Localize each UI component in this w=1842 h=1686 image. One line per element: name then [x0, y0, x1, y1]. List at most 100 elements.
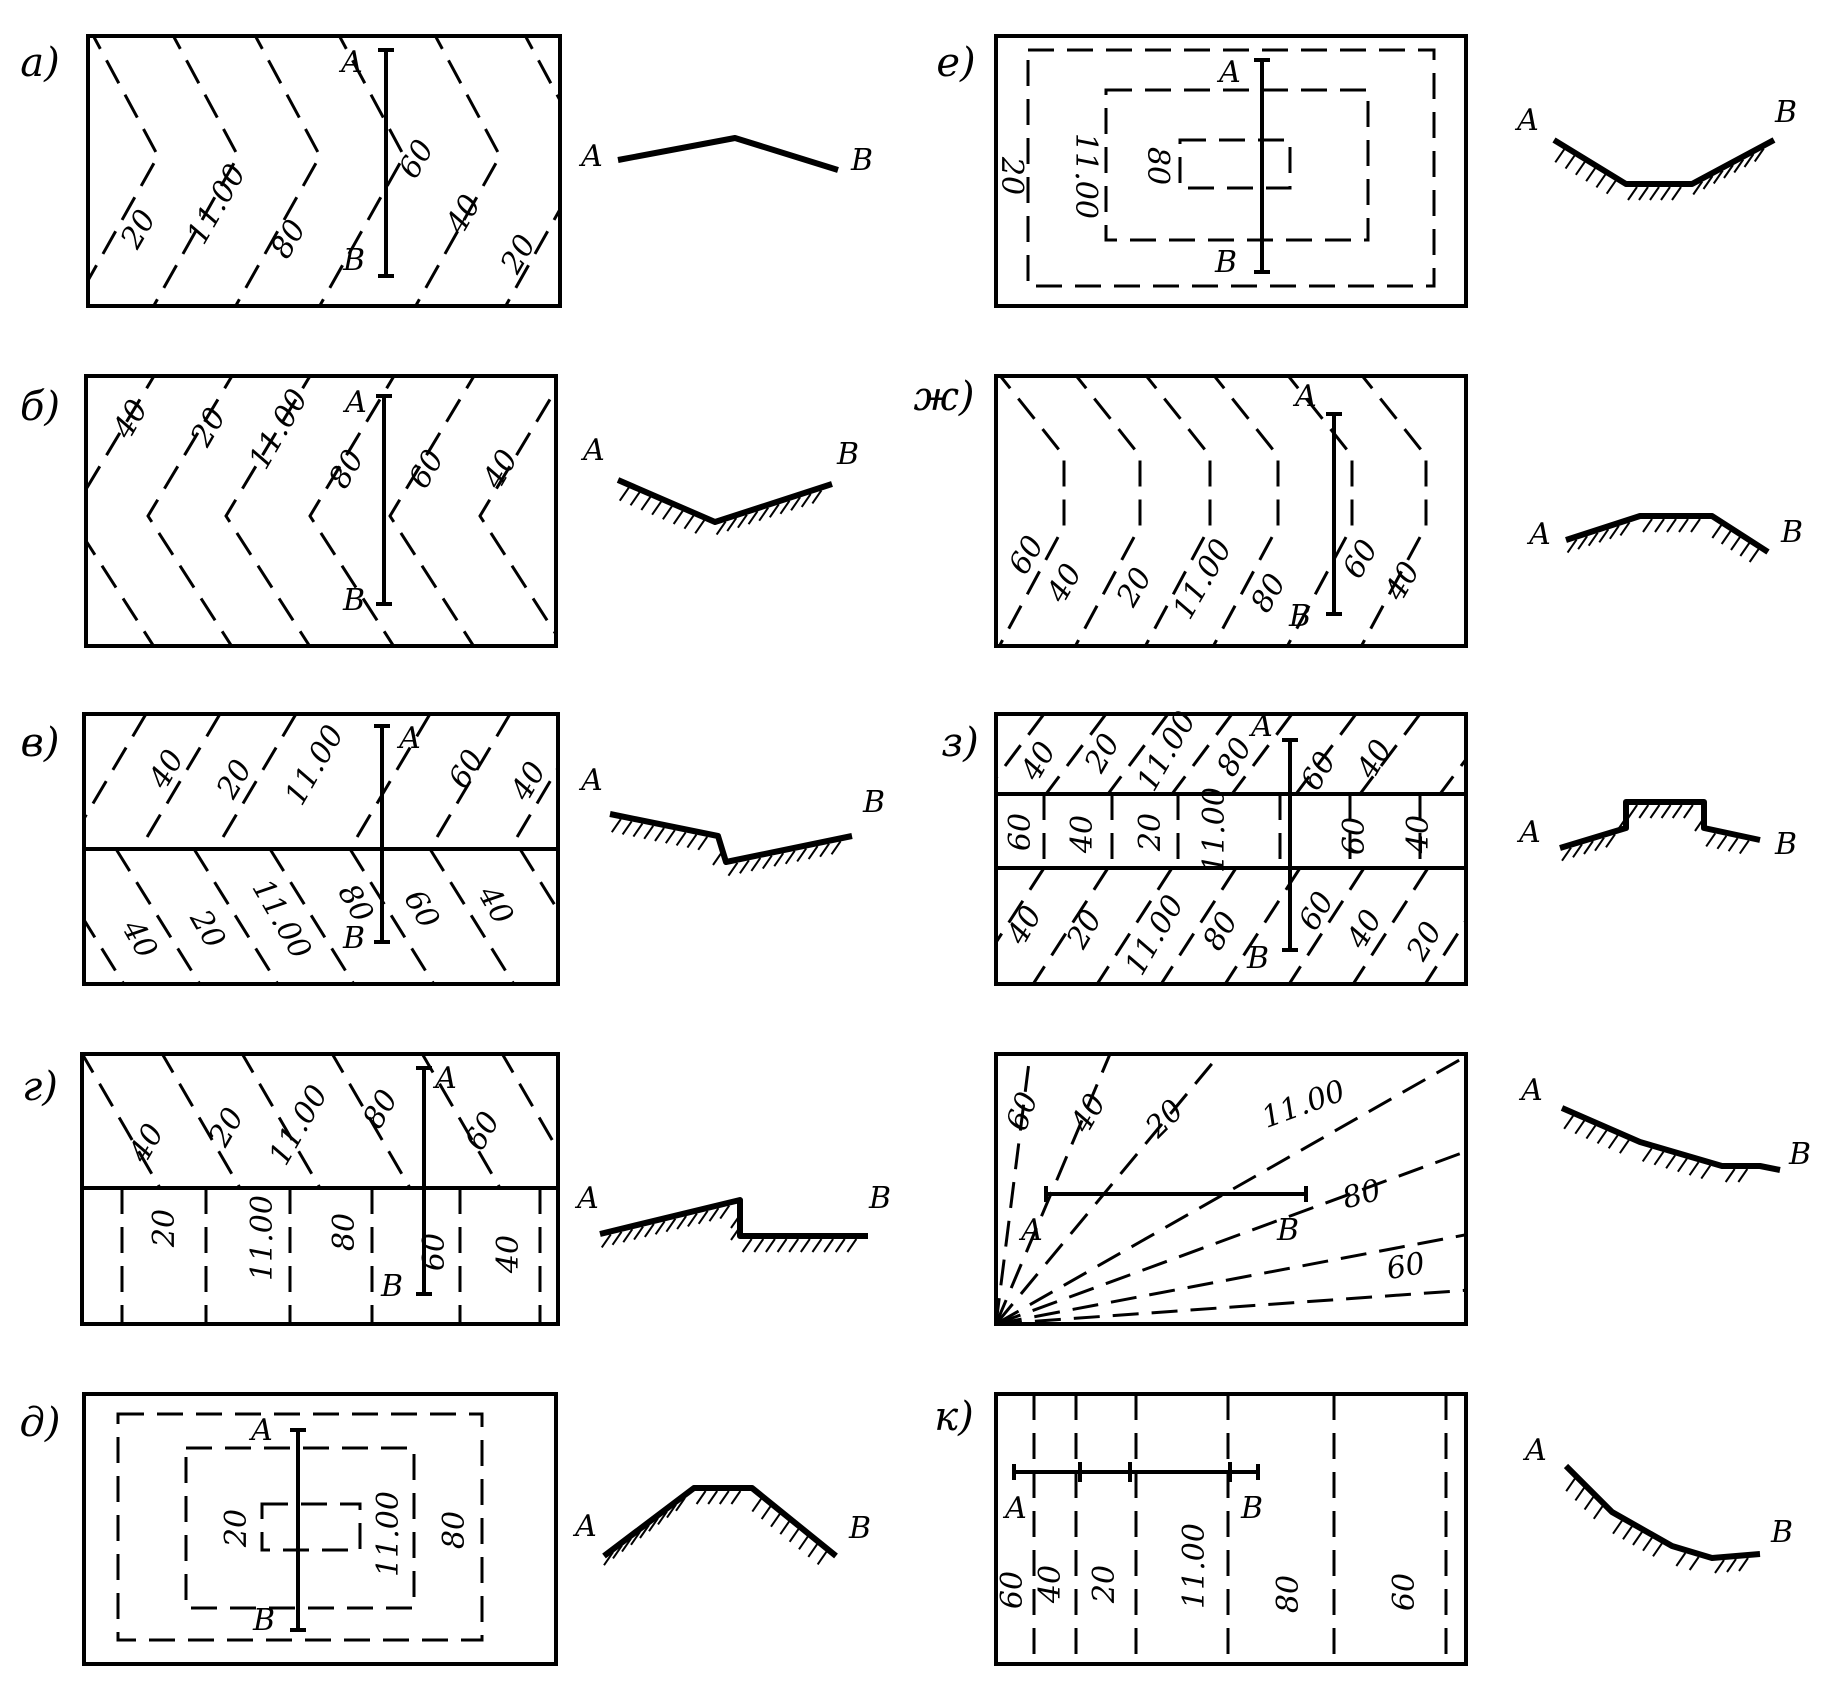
- hatch-stroke: [1753, 147, 1765, 163]
- hatch-stroke: [654, 827, 665, 842]
- contour-label: 11.00: [278, 719, 351, 811]
- hatch-stroke: [654, 1220, 666, 1235]
- section-ab: [376, 394, 392, 606]
- hatch-stroke: [1714, 1559, 1725, 1574]
- section-ab: [374, 724, 390, 944]
- hatch-stroke: [1638, 804, 1650, 819]
- contour-line: [1211, 376, 1280, 646]
- hatch-stroke: [811, 489, 823, 505]
- hatch-stroke: [1583, 840, 1594, 855]
- hatch-stroke: [1598, 528, 1610, 543]
- hatch-stroke: [761, 854, 773, 870]
- hatch-stroke: [1585, 1125, 1597, 1140]
- contour-line: [413, 36, 502, 306]
- profile-e-label-a: A: [1514, 103, 1539, 138]
- section-label-a: A: [338, 45, 363, 80]
- hatch-stroke: [1705, 832, 1717, 847]
- section-label-b: B: [1214, 245, 1237, 280]
- section-ab: [1326, 412, 1342, 616]
- hatch-stroke: [1605, 180, 1617, 195]
- panel-z-contours: [996, 714, 1466, 984]
- hatch-stroke: [776, 1238, 788, 1253]
- hatch-stroke: [630, 1531, 641, 1546]
- profile-d-label-b: B: [848, 1511, 871, 1546]
- panel-i-contours: [996, 1054, 1466, 1324]
- profile-k-line: [1563, 1463, 1761, 1561]
- hatch-stroke: [719, 1205, 731, 1220]
- contour-label: 60: [402, 444, 451, 495]
- panel-zh-letter: ж): [913, 374, 974, 420]
- hatch-stroke: [807, 1543, 819, 1558]
- panel-b-frame: [84, 374, 558, 648]
- contour-line: [518, 848, 558, 914]
- contour-line: [348, 848, 436, 984]
- section-label-b: B: [342, 921, 365, 956]
- hatch-stroke: [718, 1490, 730, 1505]
- hatch-stroke: [760, 1505, 772, 1520]
- hatch-stroke: [1702, 175, 1714, 190]
- profile-v-line: [609, 811, 853, 865]
- hatch-stroke: [697, 836, 709, 851]
- contour-line: [996, 1054, 1032, 1324]
- contour-line: [500, 1054, 558, 1154]
- panel-z-letter: з): [941, 720, 978, 766]
- hatch-stroke: [811, 1238, 823, 1253]
- contour-label: 60: [1002, 530, 1051, 581]
- contour-label: 20: [1399, 916, 1449, 967]
- profile-z-label-b: B: [1774, 827, 1797, 862]
- hatch-stroke: [657, 1510, 668, 1525]
- contour-label: 40: [1065, 815, 1100, 854]
- hatch-stroke: [1607, 1134, 1619, 1149]
- contour-line: [317, 36, 406, 306]
- hatch-stroke: [648, 1517, 659, 1532]
- hatch-stroke: [707, 1490, 719, 1505]
- hatch-stroke: [834, 1238, 846, 1253]
- hatch-stroke: [676, 1215, 687, 1230]
- panel-v-letter: в): [21, 720, 60, 766]
- hatch-stroke: [695, 1490, 707, 1505]
- hatch-stroke: [1660, 186, 1671, 201]
- contour-line: [82, 1054, 162, 1189]
- contour-label: 60: [442, 744, 491, 795]
- contour-line: [1223, 867, 1302, 984]
- contour-label: 11.00: [1257, 1073, 1350, 1135]
- profile-k-hatch: [1565, 1477, 1749, 1574]
- profile-a-label-b: B: [850, 143, 873, 178]
- section-ab: [290, 1428, 306, 1632]
- hatch-stroke: [1738, 1557, 1749, 1572]
- hatch-stroke: [790, 496, 801, 511]
- contour-label: 11.00: [242, 383, 315, 475]
- hatch-stroke: [1592, 1505, 1604, 1520]
- hatch-stroke: [1730, 536, 1741, 551]
- hatch-stroke: [672, 510, 684, 525]
- contour-label: 80: [1196, 906, 1245, 957]
- hatch-stroke: [618, 487, 630, 502]
- contour-line: [1073, 376, 1142, 646]
- hatch-stroke: [1572, 843, 1583, 858]
- contour-line: [160, 1054, 242, 1189]
- hatch-stroke: [612, 1544, 623, 1559]
- profile-d-line: [602, 1485, 838, 1559]
- profile-zh-line: [1565, 513, 1770, 555]
- hatch-stroke: [1671, 186, 1682, 201]
- contour-label: 40: [141, 744, 191, 795]
- profile-v-label-a: A: [578, 763, 603, 798]
- hatch-stroke: [1642, 518, 1653, 533]
- hatch-stroke: [1720, 530, 1732, 545]
- profile-g-label-b: B: [868, 1181, 891, 1216]
- section-label-b: B: [1240, 1491, 1263, 1526]
- hatch-stroke: [1619, 521, 1631, 536]
- profile-zh-hatch: [1566, 518, 1760, 563]
- hatch-stroke: [779, 500, 791, 515]
- contour-line: [214, 714, 298, 850]
- contour-line: [1438, 756, 1466, 795]
- contour-middle: [1104, 88, 1370, 242]
- profile-a-line: [617, 135, 839, 173]
- hatch-stroke: [687, 1212, 698, 1228]
- contour-label: 80: [1271, 1575, 1306, 1613]
- hatch-stroke: [603, 1551, 614, 1566]
